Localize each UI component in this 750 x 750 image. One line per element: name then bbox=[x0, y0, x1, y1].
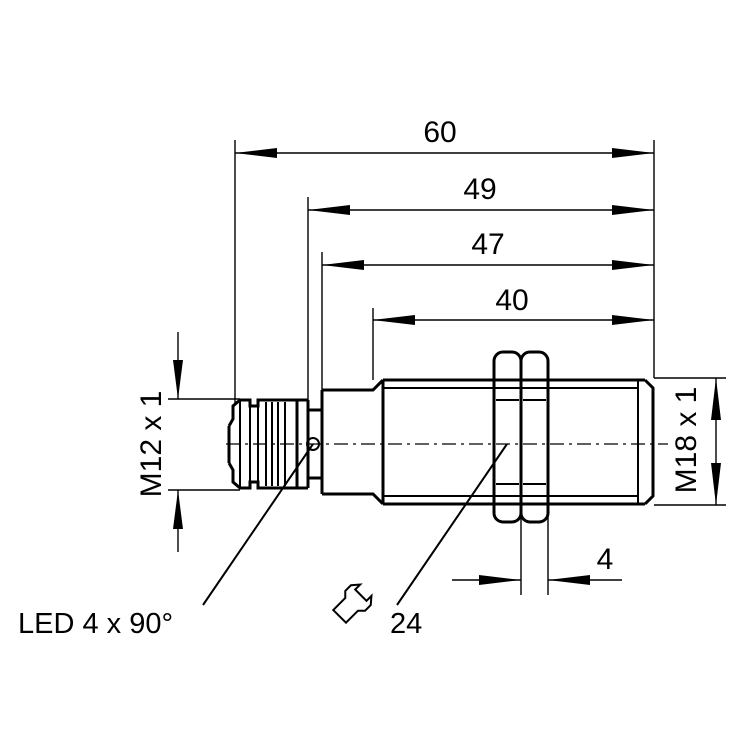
threaded-housing bbox=[381, 378, 655, 506]
wrench-size-label: 24 bbox=[390, 608, 422, 640]
m18-thread-label: M18 x 1 bbox=[670, 387, 703, 494]
m12-thread-label: M12 x 1 bbox=[135, 391, 168, 498]
dimension-m12: M12 x 1 bbox=[135, 332, 240, 552]
dimension-40: 40 bbox=[373, 284, 654, 325]
wrench-icon bbox=[331, 583, 373, 625]
dimension-47-label: 47 bbox=[471, 228, 504, 261]
dimension-4: 4 bbox=[452, 543, 622, 585]
dimension-49: 49 bbox=[308, 173, 654, 215]
led-label: LED 4 x 90° bbox=[18, 608, 173, 640]
dimension-49-label: 49 bbox=[463, 173, 496, 206]
sensor-body bbox=[226, 350, 668, 524]
dimension-60-label: 60 bbox=[423, 116, 456, 149]
extension-lines bbox=[234, 140, 655, 595]
m12-connector bbox=[227, 398, 322, 490]
hex-nuts bbox=[492, 350, 550, 524]
dimension-40-label: 40 bbox=[495, 284, 528, 317]
housing-neck bbox=[320, 378, 385, 506]
led-leader-line bbox=[202, 443, 314, 606]
dimension-4-label: 4 bbox=[597, 543, 614, 576]
dimension-60: 60 bbox=[235, 116, 654, 158]
dimension-47: 47 bbox=[322, 228, 654, 270]
dimension-m18: M18 x 1 bbox=[654, 377, 726, 506]
wrench-leader-line bbox=[396, 443, 508, 606]
